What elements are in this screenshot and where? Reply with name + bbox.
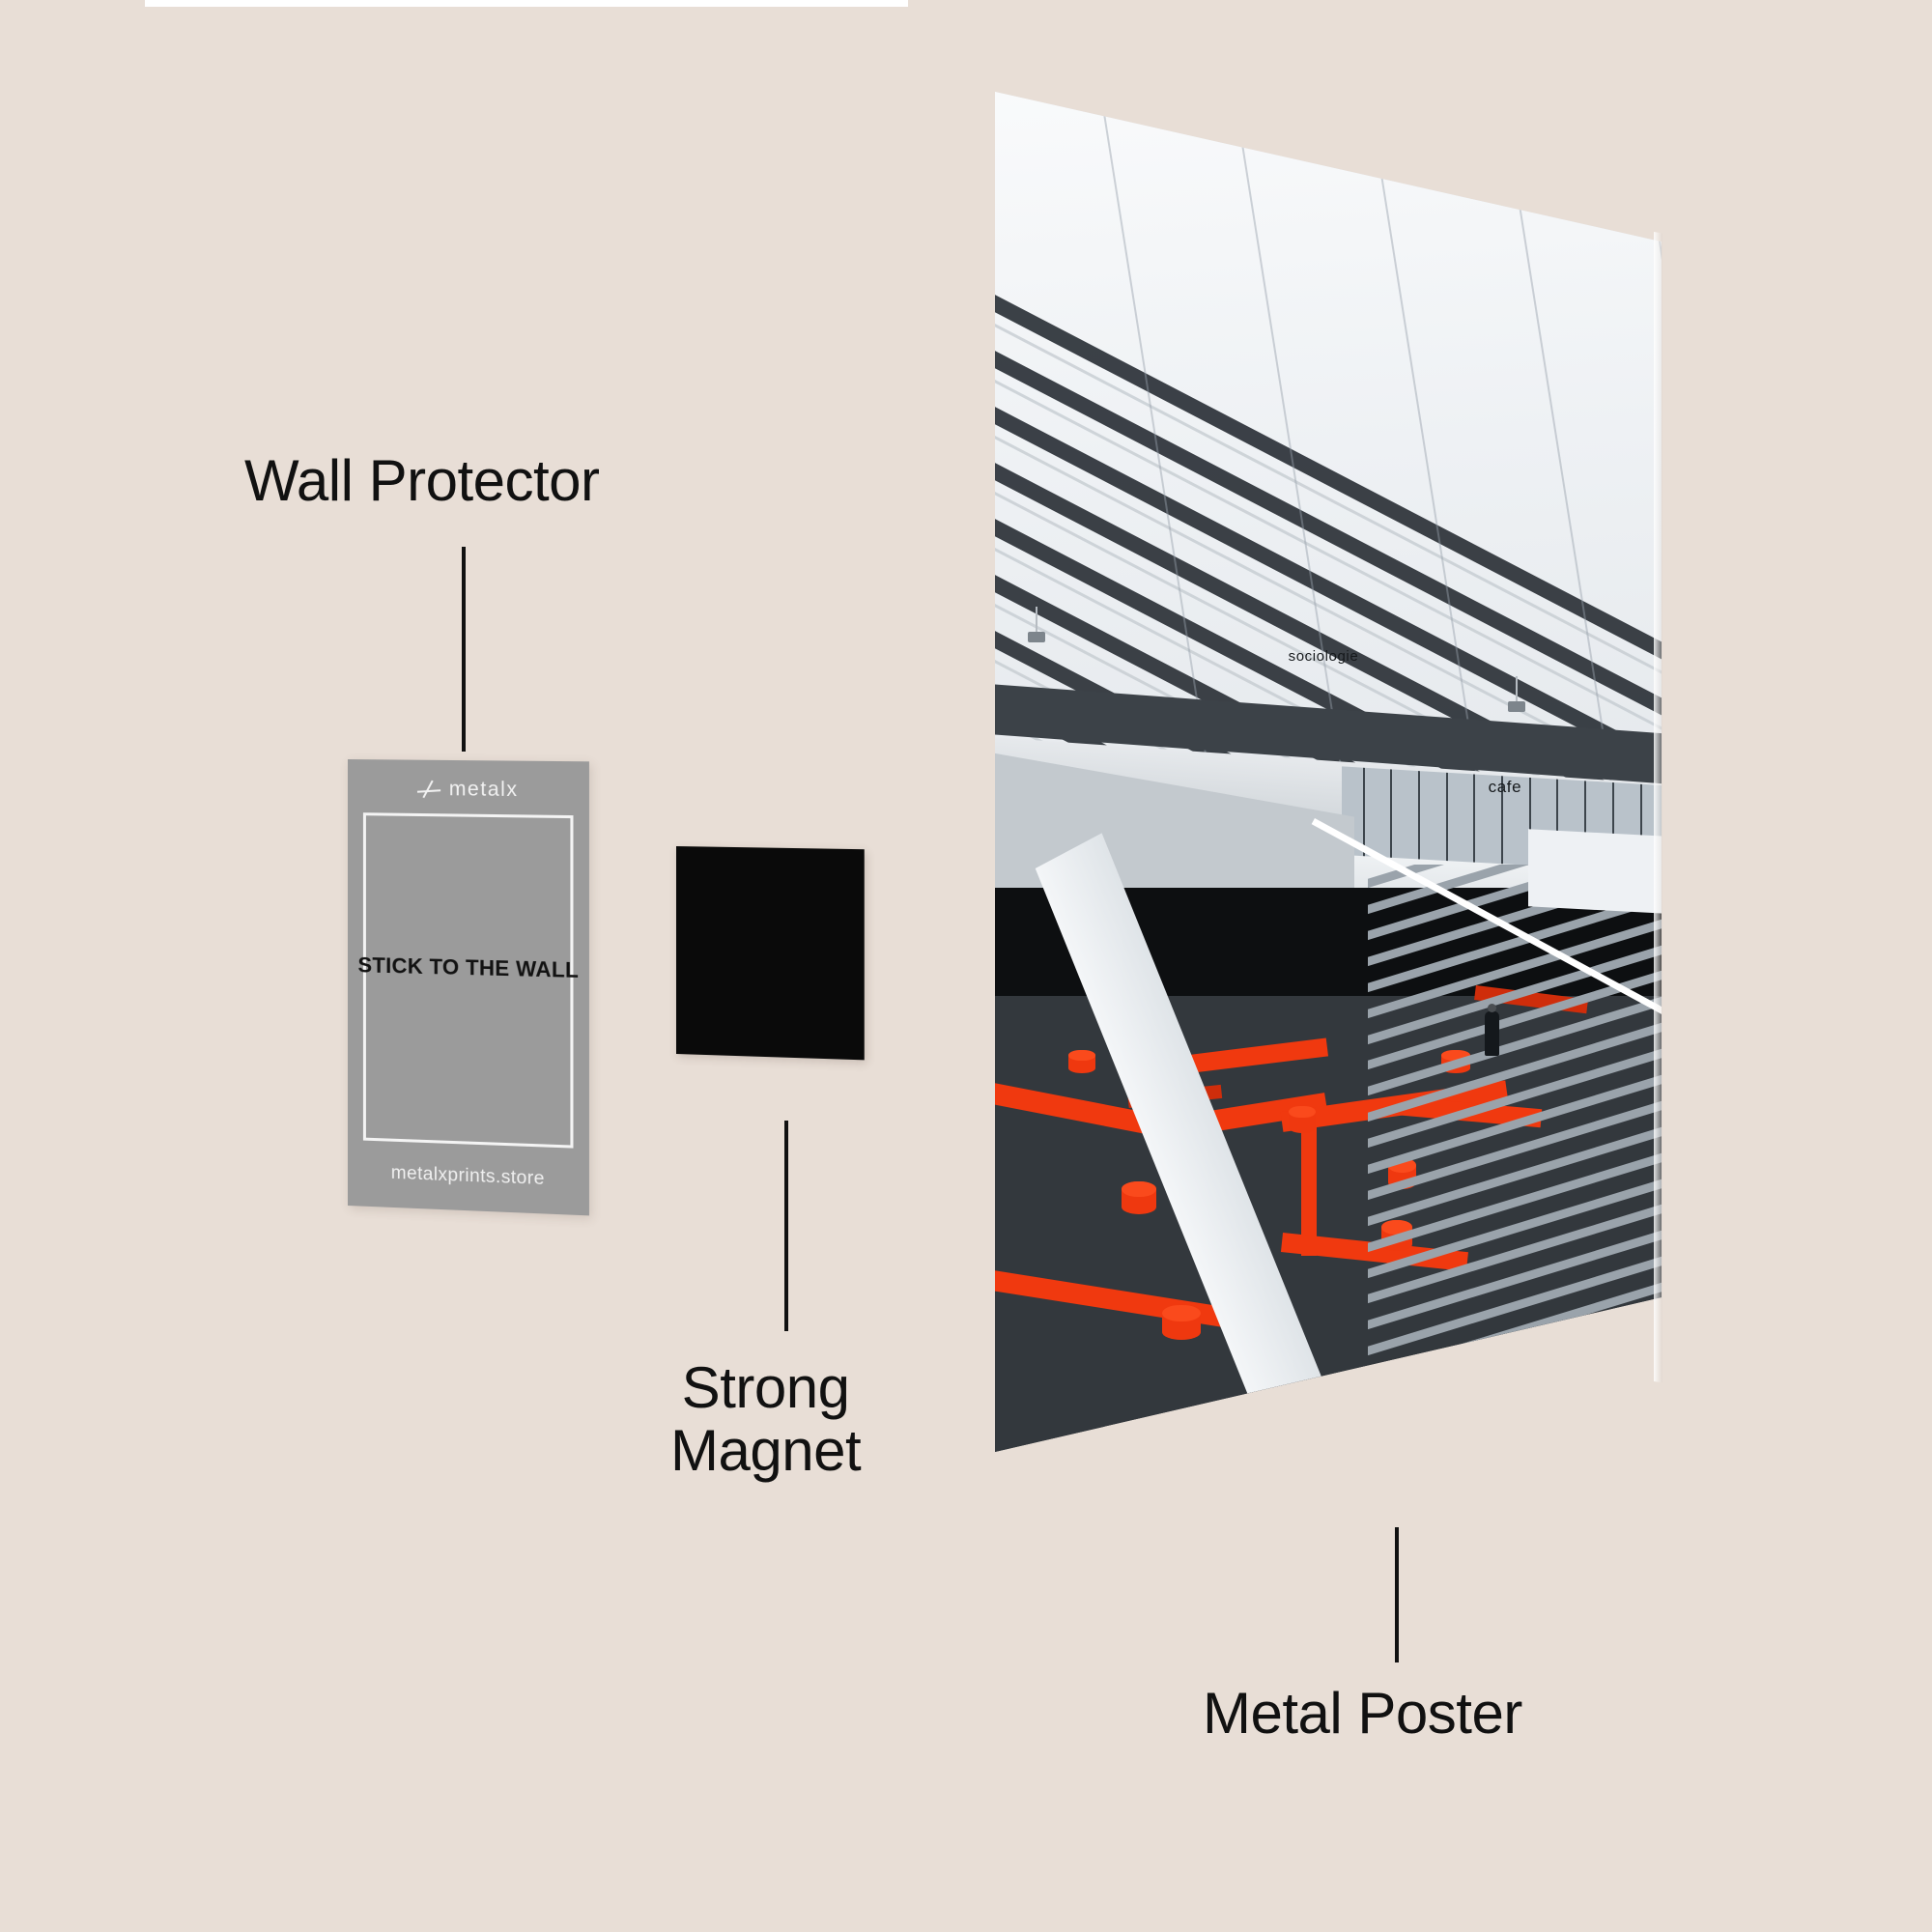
callout-label-strong-magnet: Strong Magnet [670, 1355, 862, 1483]
ceiling-lamp-icon [1508, 676, 1526, 713]
callout-leader-line-wall-protector [462, 547, 466, 752]
upper-landing [1528, 829, 1662, 916]
strong-magnet-tile [676, 846, 865, 1061]
wall-protector-logo: metalx [348, 777, 589, 803]
sign-sociologie: sociologie [1288, 648, 1359, 665]
metalx-cross-icon [417, 780, 440, 799]
callout-label-wall-protector: Wall Protector [244, 448, 600, 513]
callout-leader-line-strong-magnet [784, 1121, 788, 1331]
callout-leader-line-metal-poster [1395, 1527, 1399, 1662]
ceiling-lamp-icon [1028, 607, 1046, 643]
callout-label-metal-poster: Metal Poster [1203, 1681, 1522, 1746]
top-white-strip [145, 0, 908, 7]
metalx-brand-text: metalx [448, 778, 519, 802]
wall-protector-sheet: metalx STICK TO THE WALL metalxprints.st… [348, 759, 589, 1216]
poster-photograph: sociologie cafe [995, 92, 1662, 1452]
person-figure [1485, 1004, 1500, 1056]
metal-poster-panel: sociologie cafe [995, 92, 1662, 1452]
wall-protector-url: metalxprints.store [390, 1162, 545, 1190]
staircase [1368, 865, 1662, 1452]
sign-cafe: cafe [1488, 778, 1522, 797]
